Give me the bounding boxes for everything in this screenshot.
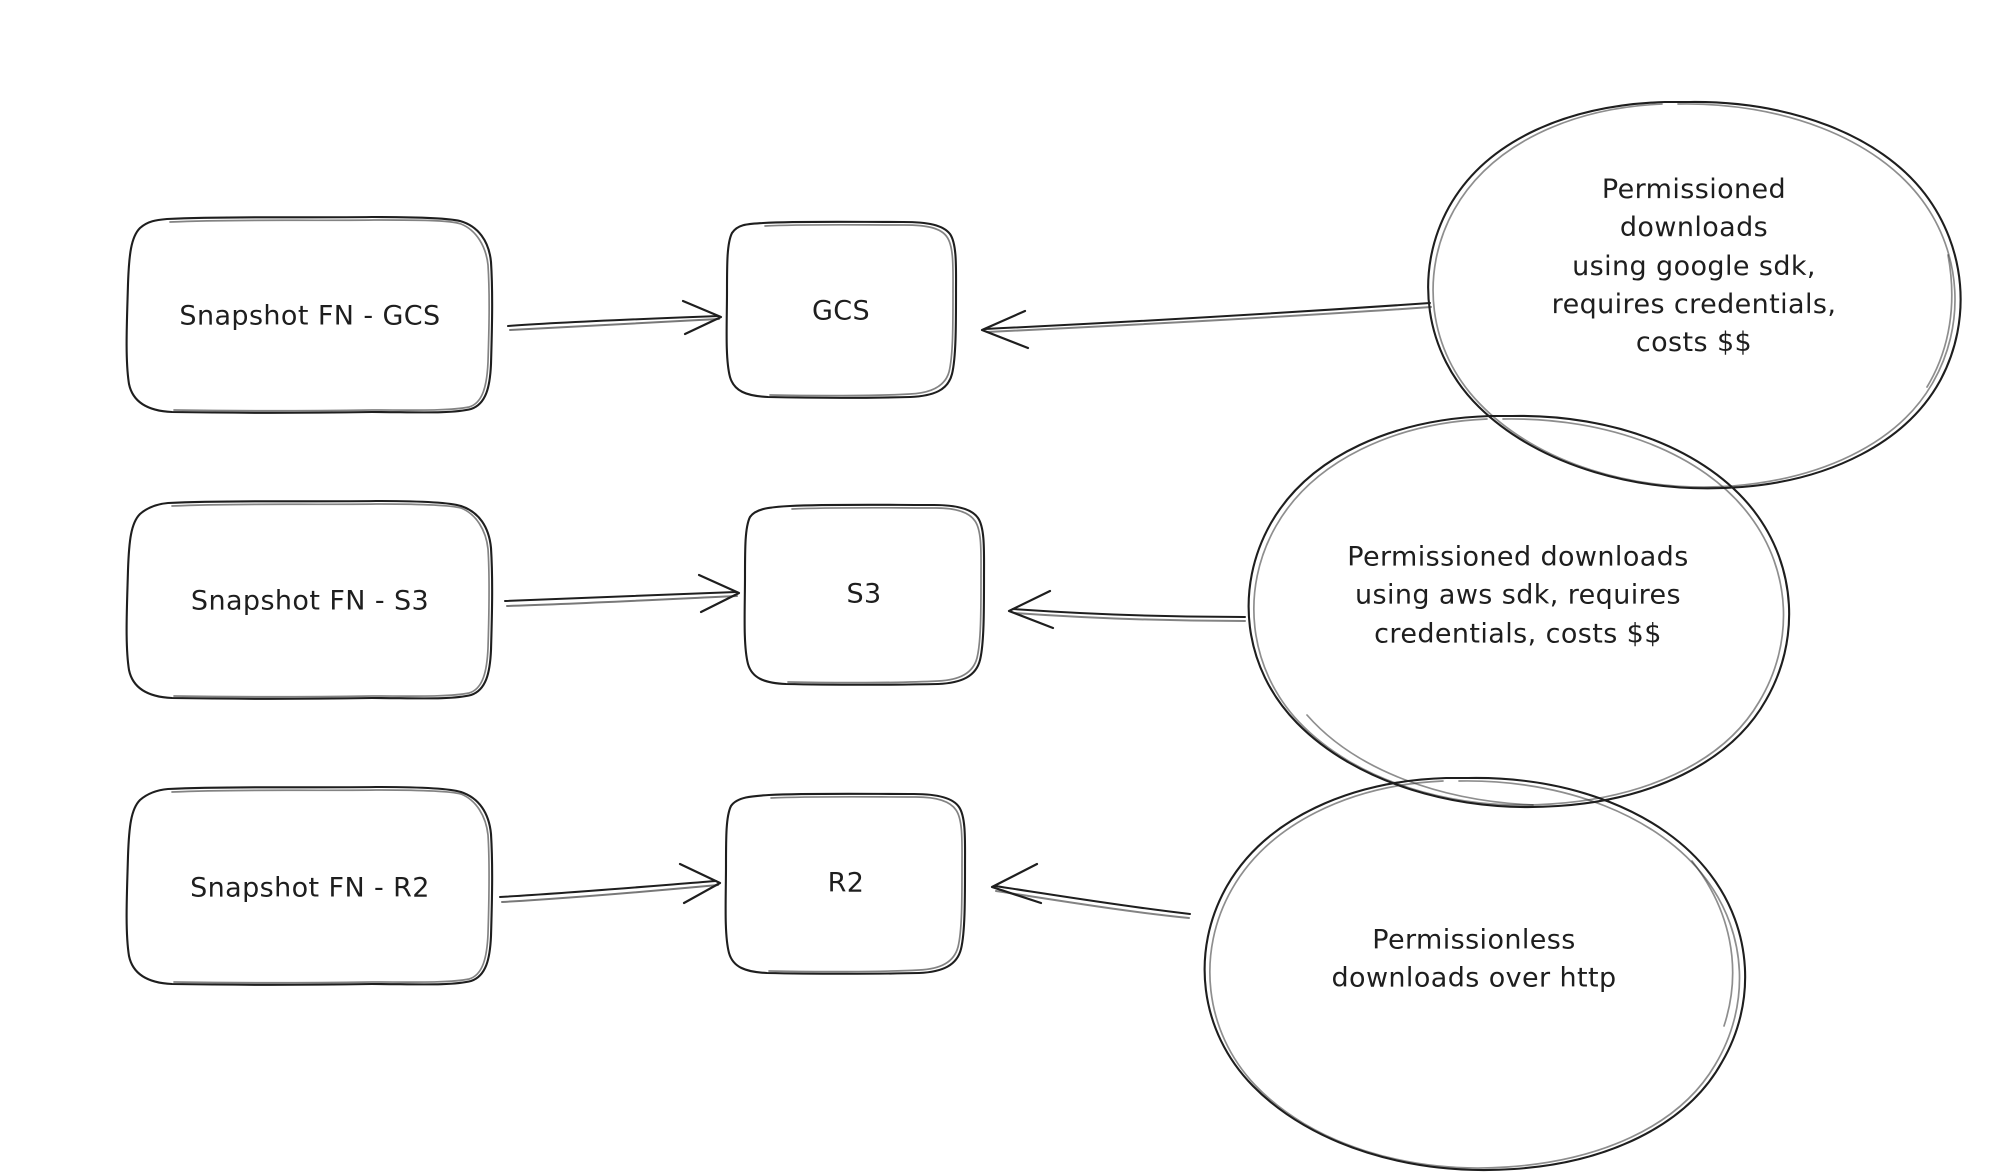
gcs-note-label: Permissioned downloads using google sdk,…: [1551, 174, 1837, 359]
s3-label: S3: [846, 578, 882, 610]
shape-s3-note-ellipse[interactable]: [1247, 414, 1791, 809]
arrow-r2-note-to-r2[interactable]: [990, 862, 1191, 919]
s3-note-label: Permissioned downloads using aws sdk, re…: [1347, 541, 1689, 650]
shape-snapshot-fn-s3-box[interactable]: [125, 499, 494, 700]
arrow-s3-note-to-s3[interactable]: [1007, 589, 1246, 630]
shape-snapshot-fn-gcs-box[interactable]: [125, 215, 494, 414]
r2-label: R2: [827, 867, 865, 899]
shape-r2-note-ellipse[interactable]: [1203, 776, 1747, 1172]
shape-snapshot-fn-r2-box[interactable]: [125, 785, 494, 986]
snapshot-fn-s3-label: Snapshot FN - S3: [190, 585, 430, 617]
snapshot-fn-r2-label: Snapshot FN - R2: [190, 872, 430, 904]
snapshot-fn-gcs-label: Snapshot FN - GCS: [179, 300, 441, 332]
arrow-snapshot-fn-s3-to-s3[interactable]: [504, 573, 741, 614]
arrow-snapshot-fn-gcs-to-gcs[interactable]: [507, 299, 723, 336]
arrow-snapshot-fn-r2-to-r2[interactable]: [499, 862, 722, 905]
shape-s3-box[interactable]: [743, 503, 986, 686]
shape-r2-box[interactable]: [724, 792, 967, 975]
gcs-label: GCS: [811, 295, 871, 327]
arrow-gcs-note-to-gcs[interactable]: [980, 302, 1432, 350]
shape-gcs-box[interactable]: [725, 220, 958, 399]
r2-note-label: Permissionless downloads over http: [1331, 924, 1617, 994]
